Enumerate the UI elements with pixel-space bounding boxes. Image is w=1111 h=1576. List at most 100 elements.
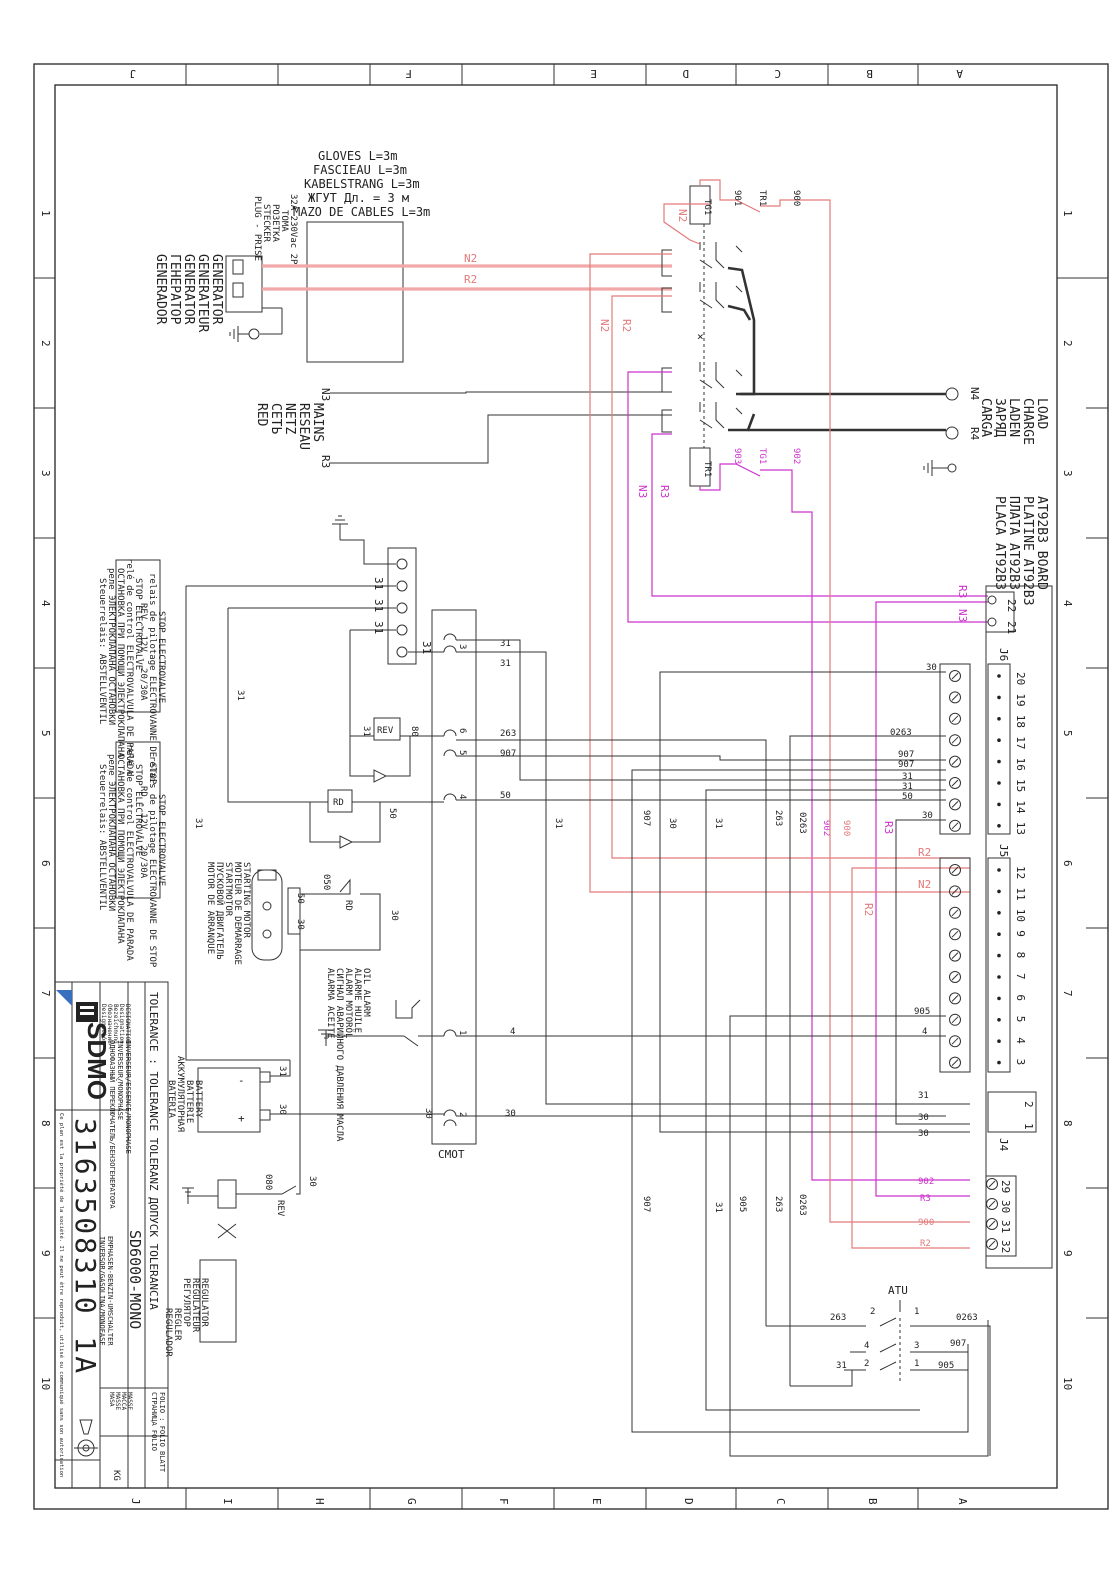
board-line: PLATINE AT92B3 bbox=[1020, 496, 1035, 606]
j5-terminal[interactable] bbox=[949, 1013, 961, 1026]
wire-label-30: 30 bbox=[277, 1104, 287, 1115]
mains-line: NETZ bbox=[282, 403, 297, 434]
generator-line: GENERATOR bbox=[181, 254, 196, 325]
j5-pin-label: 12 bbox=[1014, 866, 1027, 879]
j2-pin: 21 bbox=[1005, 621, 1018, 634]
zone-letter: A bbox=[956, 1498, 969, 1505]
atu-switch[interactable]: ATU 263 0263 907 905 31 2 1 4 3 2 1 bbox=[766, 1284, 991, 1456]
j5-terminal[interactable] bbox=[949, 885, 961, 898]
j5-pin-label: 5 bbox=[1014, 1016, 1027, 1023]
regulator-line: REGULATEUR bbox=[190, 1278, 200, 1333]
terminal-strip: 31 31 31 31 bbox=[186, 515, 444, 665]
wire-label-31: 31 bbox=[713, 1202, 723, 1213]
j5-pin-dot bbox=[997, 953, 1001, 958]
cmot-module: CMOT 3 6 5 4 1 2 bbox=[431, 609, 477, 1161]
load-terminal-n4[interactable] bbox=[945, 387, 959, 401]
zone-number: 5 bbox=[39, 730, 52, 737]
zone-letter: C bbox=[774, 67, 781, 80]
mass-line: MASSE bbox=[126, 1392, 133, 1410]
j5-terminal[interactable] bbox=[949, 949, 961, 962]
j5-terminal[interactable] bbox=[949, 992, 961, 1005]
note-rd-line: ОСТАНОВКА ПРИ ПОМОЩИ ЭЛЕКТРОКЛАПАНА bbox=[115, 754, 125, 944]
atu-contact: 1 bbox=[914, 1359, 919, 1369]
zone-number: 1 bbox=[39, 210, 52, 217]
j6-terminal[interactable] bbox=[949, 819, 961, 832]
board-outline bbox=[985, 585, 1053, 1269]
zone-number: 6 bbox=[1061, 860, 1074, 867]
j5-terminal[interactable] bbox=[949, 906, 961, 919]
zone-number: 10 bbox=[1061, 1377, 1074, 1390]
wire-label-31: 31 bbox=[500, 639, 511, 649]
j6-pin-dot bbox=[997, 695, 1001, 700]
j6-terminal[interactable] bbox=[949, 777, 961, 789]
j3-terminal[interactable] bbox=[986, 1218, 998, 1230]
j5-terminal[interactable] bbox=[949, 1056, 961, 1069]
j5-terminal[interactable] bbox=[949, 864, 961, 876]
wire-label-30: 30 bbox=[505, 1109, 516, 1119]
mass-line: MASSE bbox=[114, 1392, 121, 1410]
wire-label-30: 30 bbox=[918, 1129, 929, 1139]
j3-terminal[interactable] bbox=[986, 1198, 998, 1210]
j6-terminal[interactable] bbox=[949, 755, 961, 768]
j6-pin-dot bbox=[997, 759, 1001, 764]
j6-terminal[interactable] bbox=[949, 712, 961, 725]
j6-terminal[interactable] bbox=[949, 691, 961, 704]
zone-number: 1 bbox=[1061, 210, 1074, 217]
wire-label-r3-ctl: R3 bbox=[658, 485, 671, 498]
j6-terminal[interactable] bbox=[949, 734, 961, 747]
j6-pin-label: 13 bbox=[1014, 822, 1027, 835]
note-rd-line: STOP ELECTROVALVE bbox=[133, 764, 143, 856]
zone-number: 6 bbox=[39, 860, 52, 867]
j5-pin-label: 6 bbox=[1014, 994, 1027, 1001]
svg-text:6: 6 bbox=[457, 728, 467, 733]
wire-label-30: 30 bbox=[926, 663, 937, 673]
wire-label-31: 31 bbox=[372, 599, 385, 612]
zone-letter: C bbox=[774, 1498, 787, 1505]
starter-line: MOTOR DE ARRANQUE bbox=[205, 862, 215, 954]
j5-terminal[interactable] bbox=[949, 971, 961, 983]
j3-pin-label: 30 bbox=[999, 1200, 1012, 1213]
control-wiring: 31 31 263 907 50 4 30 30 0263 907 907 31… bbox=[456, 639, 989, 1457]
mass-line: MASA bbox=[108, 1392, 115, 1407]
zone-number: 5 bbox=[1061, 730, 1074, 737]
starting-motor: 50 30 STARTING MOTOR MOTEUR DE DEMARRAGE… bbox=[205, 862, 399, 965]
j6-terminal[interactable] bbox=[949, 670, 961, 682]
j6-pin-label: 18 bbox=[1014, 715, 1027, 728]
rd-contact-label: RD bbox=[343, 900, 353, 911]
board-line: ПЛАТА AT92B3 bbox=[1006, 496, 1021, 590]
tolerance-line: TOLERANCE : TOLERANCE TOLERANZ ДОПУСК TO… bbox=[147, 992, 160, 1310]
svg-text:+: + bbox=[238, 1112, 245, 1125]
designation-label: Designación bbox=[100, 1004, 107, 1044]
j5-terminal[interactable] bbox=[949, 928, 961, 941]
note-rev-line: ОСТАНОВКА ПРИ ПОМОЩИ ЭЛЕКТРОКЛАПАНА bbox=[115, 568, 125, 758]
note-rev-line: STOP ELECTROVALVE bbox=[156, 611, 166, 703]
load-terminal-r4[interactable] bbox=[945, 426, 959, 440]
j5-pin-label: 10 bbox=[1014, 909, 1027, 922]
oil-line: ALARM MOTORÖL bbox=[343, 968, 354, 1038]
wire-label-n3: N3 bbox=[319, 388, 332, 401]
plug-line: РОЗЕТКА bbox=[270, 204, 280, 243]
j5-pin-dot bbox=[997, 975, 1001, 979]
inner-frame bbox=[54, 84, 1058, 1489]
wire-label-r2-ctl: R2 bbox=[620, 319, 633, 332]
board-line: PLACA AT92B3 bbox=[992, 496, 1007, 590]
j3-terminal[interactable] bbox=[986, 1178, 998, 1190]
j5-terminal[interactable] bbox=[949, 1035, 961, 1048]
j6-pin-label: 15 bbox=[1014, 779, 1027, 792]
j5-pin-dot bbox=[997, 1018, 1001, 1022]
zone-letter: F bbox=[497, 1498, 510, 1505]
regulator-box bbox=[199, 1259, 237, 1343]
j6-terminal[interactable] bbox=[949, 798, 961, 811]
model-sub: EMPHASEN-BENZIN-UMSCHALTER bbox=[106, 1236, 114, 1346]
wire-label-902-side: 902 bbox=[821, 820, 831, 836]
zone-letter: B bbox=[866, 67, 873, 80]
wire-label-50: 50 bbox=[387, 808, 397, 819]
sdmo-logo-text: SDMO bbox=[82, 1022, 112, 1100]
j3-terminal[interactable] bbox=[986, 1238, 998, 1250]
zone-letter: F bbox=[405, 67, 412, 80]
oil-line: ALARMA ACEITE bbox=[325, 968, 335, 1038]
outer-frame bbox=[33, 63, 1109, 1510]
load-line: LADEN bbox=[1006, 398, 1021, 437]
model-sub: INVERSOR/GASOLINA/MONOFASE bbox=[98, 1236, 106, 1346]
